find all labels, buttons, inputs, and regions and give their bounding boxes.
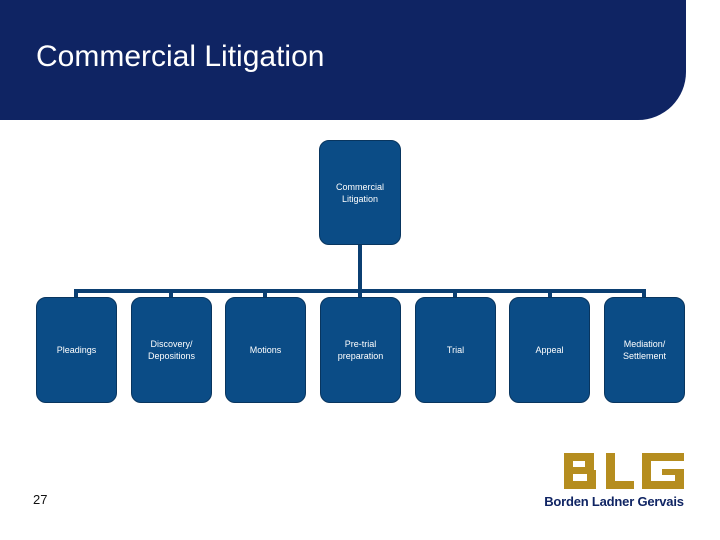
child-node-appeal: Appeal <box>509 297 590 403</box>
blg-logo-icon <box>564 453 684 489</box>
root-node: Commercial Litigation <box>319 140 401 245</box>
title-banner: Commercial Litigation <box>0 0 686 120</box>
child-connector <box>358 289 362 298</box>
logo-wordmark: Borden Ladner Gervais <box>544 494 684 509</box>
child-connector <box>169 289 173 298</box>
page-number: 27 <box>33 492 48 507</box>
root-connector <box>358 244 362 290</box>
child-connector <box>642 289 646 298</box>
child-node-pleadings: Pleadings <box>36 297 117 403</box>
child-connector <box>74 289 78 298</box>
child-node-pretrial: Pre-trial preparation <box>320 297 401 403</box>
child-node-trial: Trial <box>415 297 496 403</box>
slide-title: Commercial Litigation <box>36 40 325 73</box>
child-node-mediation: Mediation/ Settlement <box>604 297 685 403</box>
child-node-motions: Motions <box>225 297 306 403</box>
child-connector <box>453 289 457 298</box>
child-node-discovery: Discovery/ Depositions <box>131 297 212 403</box>
child-connector <box>548 289 552 298</box>
child-connector <box>263 289 267 298</box>
